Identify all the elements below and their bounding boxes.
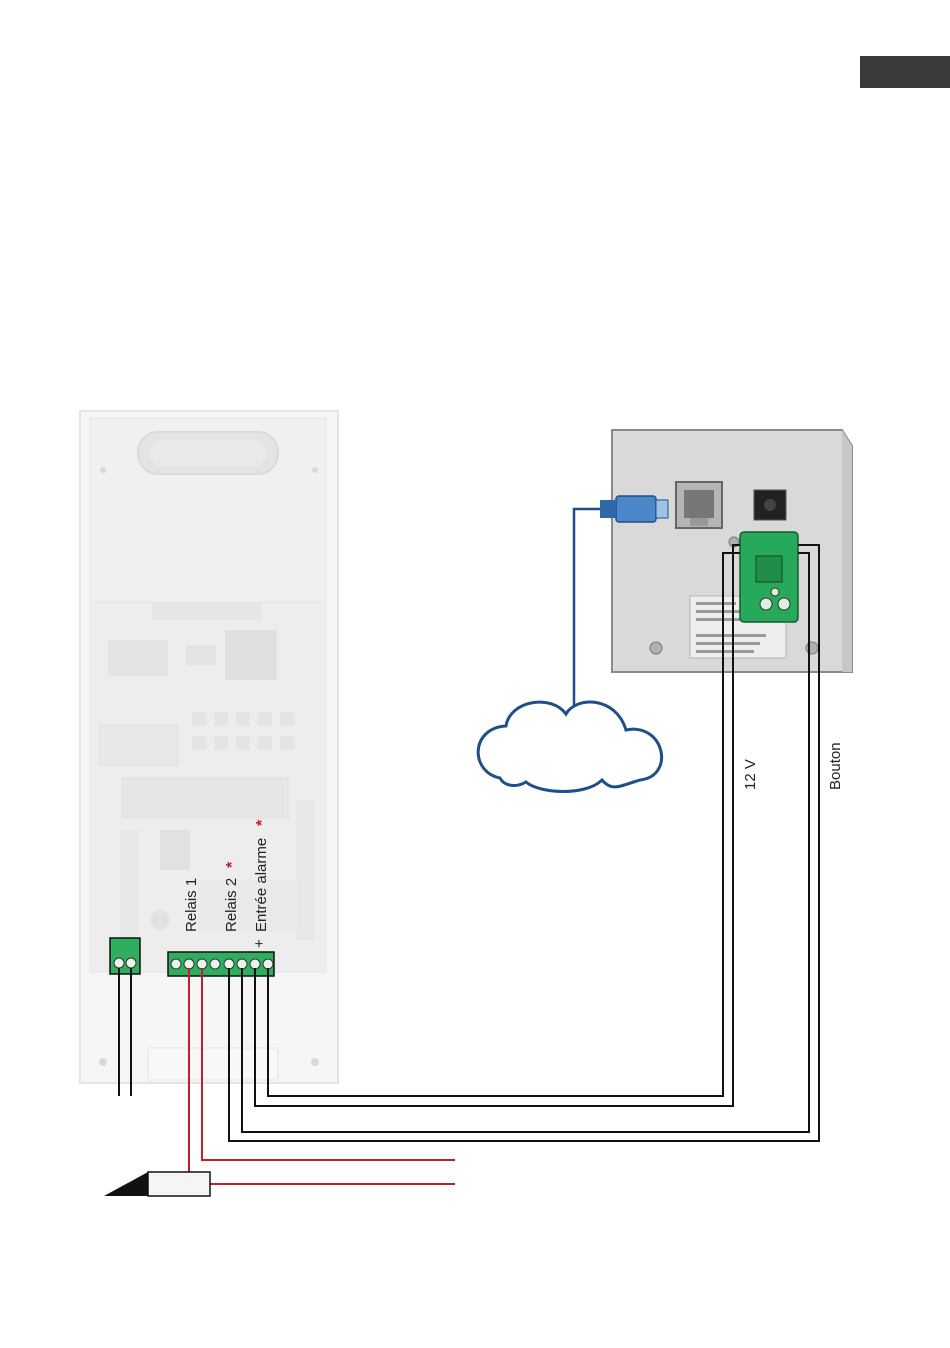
rj45-plug-icon [600, 496, 668, 522]
button-label: Bouton [827, 742, 844, 790]
alarm-input-label: Entrée alarme [253, 838, 270, 932]
relay1-label: Relais 1 [183, 878, 200, 932]
power-12v-label: 12 V [742, 759, 759, 790]
relay2-asterisk: * [224, 861, 241, 868]
io-terminal-block [168, 952, 274, 976]
door-opener-icon [104, 1172, 210, 1196]
alarm-input-asterisk: * [254, 819, 271, 826]
cloud-icon [478, 702, 661, 791]
network-cable [574, 509, 600, 712]
page-tab [860, 56, 950, 88]
power-terminal-block [110, 938, 140, 974]
plus-sign-label: + [251, 939, 268, 948]
relay2-label: Relais 2 [223, 878, 240, 932]
